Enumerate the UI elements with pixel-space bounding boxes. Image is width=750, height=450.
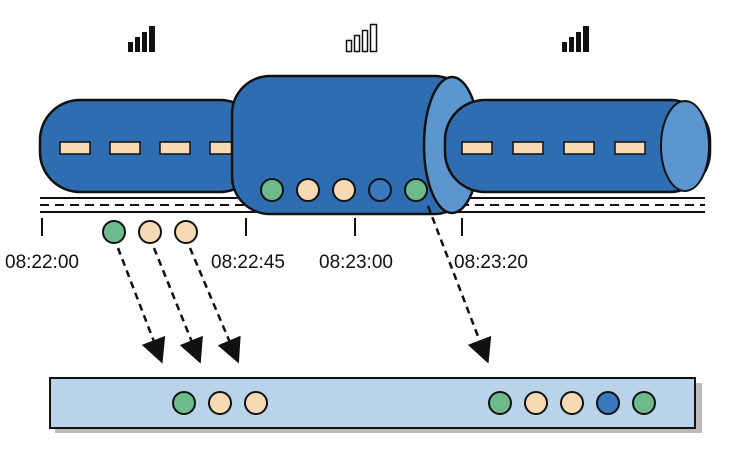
dot-peach (560, 391, 584, 415)
dot-green (102, 220, 126, 244)
dot-peach (296, 178, 320, 202)
packet (512, 141, 544, 155)
packet (59, 141, 91, 155)
right-pipe (443, 98, 712, 194)
dot-green (632, 391, 656, 415)
dot-green (172, 391, 196, 415)
tick-label: 08:22:00 (5, 252, 79, 273)
packet (109, 141, 141, 155)
arrow (426, 205, 492, 364)
signal-icons (128, 23, 589, 53)
dot-green (260, 178, 284, 202)
dot-peach (208, 391, 232, 415)
flow-arrows (116, 205, 492, 364)
emitted-dots (102, 220, 198, 244)
dot-blue (368, 178, 392, 202)
packet (461, 141, 493, 155)
dot-peach (524, 391, 548, 415)
left-pipe (38, 98, 262, 194)
dot-blue (596, 391, 620, 415)
packet (614, 141, 646, 155)
packet (159, 141, 191, 155)
signal-strong-icon (562, 26, 589, 52)
dot-peach (332, 178, 356, 202)
arrow (116, 247, 166, 364)
dot-green (488, 391, 512, 415)
packet (563, 141, 595, 155)
tick-label: 08:22:45 (211, 252, 285, 273)
dot-peach (174, 220, 198, 244)
arrow (152, 247, 203, 364)
timeline: 08:22:00 08:22:45 08:23:00 08:23:20 (5, 218, 528, 273)
tick-label: 08:23:20 (454, 252, 528, 273)
arrow (188, 247, 241, 364)
signal-weak-icon (345, 23, 378, 53)
signal-strong-icon (128, 26, 155, 52)
buffered-dots (260, 178, 428, 202)
output-stream-bar (49, 377, 702, 433)
tick-label: 08:23:00 (319, 252, 393, 273)
dot-peach (138, 220, 162, 244)
dot-peach (244, 391, 268, 415)
dot-green (404, 178, 428, 202)
